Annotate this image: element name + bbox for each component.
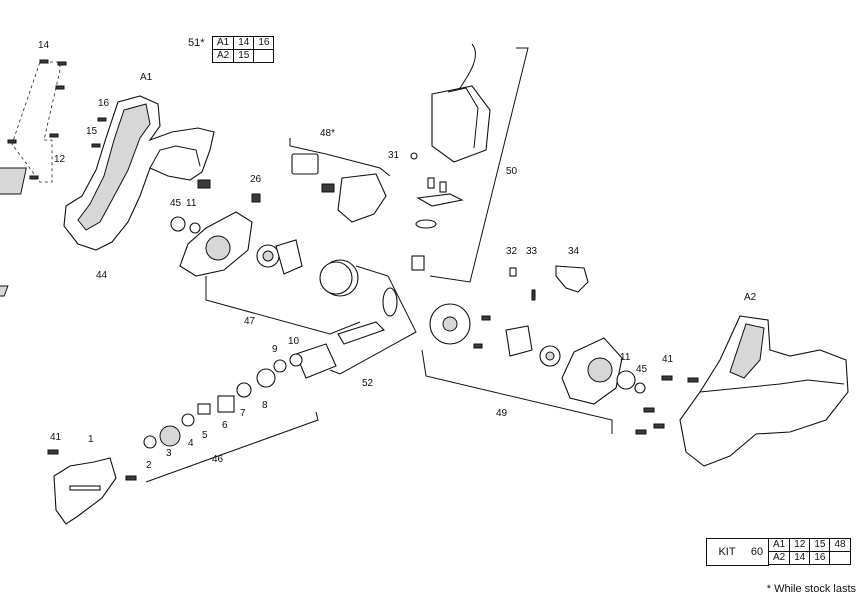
callout-46: 46 bbox=[212, 454, 224, 465]
callout-2: 2 bbox=[146, 460, 152, 471]
callout-41-left: 41 bbox=[50, 432, 62, 443]
callout-11-left: 11 bbox=[186, 198, 197, 209]
callout-31: 31 bbox=[388, 150, 400, 161]
callout-12: 12 bbox=[54, 154, 66, 165]
table-cell: A1 bbox=[211, 36, 235, 50]
table-cell: 48 bbox=[829, 538, 851, 552]
callout-14: 14 bbox=[38, 40, 50, 51]
callout-45-left: 45 bbox=[170, 198, 182, 209]
kit-row: A1 12 15 48 bbox=[767, 538, 851, 552]
callout-44: 44 bbox=[96, 270, 108, 281]
table-51-label: 51* bbox=[188, 37, 205, 49]
callout-50: 50 bbox=[506, 166, 518, 177]
table-51-row: A2 15 bbox=[211, 49, 275, 63]
table-cell: 12 bbox=[789, 538, 811, 552]
callout-48: 48* bbox=[320, 128, 335, 139]
callout-1: 1 bbox=[88, 434, 94, 445]
table-cell: A2 bbox=[767, 551, 791, 565]
group-50 bbox=[410, 43, 529, 283]
table-cell: A2 bbox=[211, 49, 235, 63]
callout-5: 5 bbox=[202, 430, 208, 441]
table-cell: 14 bbox=[233, 36, 255, 50]
kit-label: KIT bbox=[706, 538, 748, 566]
table-cell: 15 bbox=[233, 49, 255, 63]
callout-34: 34 bbox=[568, 246, 580, 257]
callout-15: 15 bbox=[86, 126, 98, 137]
callout-52: 52 bbox=[362, 378, 374, 389]
part-34 bbox=[555, 265, 589, 293]
callout-4: 4 bbox=[188, 438, 194, 449]
table-cell: 15 bbox=[809, 538, 831, 552]
part-32 bbox=[509, 267, 517, 277]
housing-a2 bbox=[635, 315, 849, 467]
group-49 bbox=[421, 303, 646, 434]
shoe-part-1 bbox=[47, 449, 137, 525]
table-51: A1 14 16 A2 15 bbox=[211, 36, 275, 63]
callout-11-right: 11 bbox=[620, 352, 631, 363]
table-cell bbox=[253, 49, 275, 63]
group-46 bbox=[143, 368, 319, 483]
callout-3: 3 bbox=[166, 448, 172, 459]
label-44 bbox=[0, 285, 9, 297]
kit-row: A2 14 16 bbox=[767, 551, 851, 565]
callout-a1: A1 bbox=[140, 72, 153, 83]
callout-26: 26 bbox=[250, 174, 262, 185]
part-33 bbox=[531, 289, 536, 301]
table-51-row: A1 14 16 bbox=[211, 36, 275, 50]
callout-labels: 14 A1 16 15 12 26 45 11 44 47 48* 31 50 … bbox=[38, 40, 757, 471]
group-52 bbox=[273, 265, 417, 379]
table-cell bbox=[829, 551, 851, 565]
callout-45-right: 45 bbox=[636, 364, 648, 375]
callout-6: 6 bbox=[222, 420, 228, 431]
table-cell: 16 bbox=[809, 551, 831, 565]
table-cell: A1 bbox=[767, 538, 791, 552]
kit-table: A1 12 15 48 A2 14 16 bbox=[767, 538, 851, 565]
group-47 bbox=[170, 193, 361, 335]
screw-set bbox=[0, 59, 107, 195]
stock-note: * While stock lasts bbox=[766, 583, 856, 595]
callout-47: 47 bbox=[244, 316, 256, 327]
group-48 bbox=[289, 138, 391, 223]
callout-9: 9 bbox=[272, 344, 278, 355]
callout-10: 10 bbox=[288, 336, 300, 347]
callout-32: 32 bbox=[506, 246, 518, 257]
callout-16: 16 bbox=[98, 98, 110, 109]
table-cell: 14 bbox=[789, 551, 811, 565]
callout-7: 7 bbox=[240, 408, 246, 419]
callout-a2: A2 bbox=[744, 292, 757, 303]
callout-33: 33 bbox=[526, 246, 538, 257]
kit-number: 60 bbox=[746, 538, 769, 566]
callout-41-right: 41 bbox=[662, 354, 674, 365]
callout-8: 8 bbox=[262, 400, 268, 411]
table-cell: 16 bbox=[253, 36, 275, 50]
housing-a1 bbox=[63, 95, 215, 251]
callout-49: 49 bbox=[496, 408, 508, 419]
